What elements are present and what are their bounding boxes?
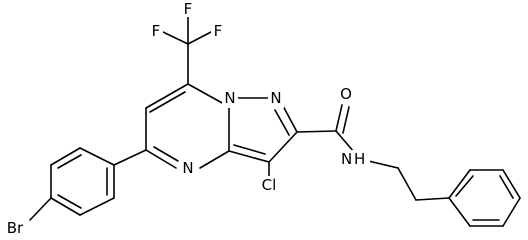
bonds	[29, 13, 521, 227]
bond-c-f-left	[162, 31, 189, 45]
atom-f-left: F	[152, 22, 161, 40]
bond-c5-arc1	[113, 149, 147, 166]
atom-cl: Cl	[262, 176, 277, 194]
bond-c-f-right	[187, 31, 212, 45]
bond-camide-n	[335, 130, 355, 153]
atom-n-pyrazole: N	[270, 89, 281, 107]
bond-brph-5-6	[79, 197, 115, 216]
bond-ch2a-ch2b	[397, 167, 417, 201]
bond-c3-c3a	[228, 150, 270, 163]
atom-n-pyrimidine: N	[182, 159, 193, 177]
atom-n-amide: N	[341, 150, 352, 168]
bond-brph-2-3	[50, 147, 81, 166]
bond-ch2b-ph	[415, 197, 450, 201]
bond-n2-c2	[281, 103, 298, 133]
bond-c5-n4-double	[153, 146, 179, 162]
bond-ph-inner-a	[455, 175, 474, 197]
bond-brph-inner-b	[57, 194, 82, 209]
atom-labels: F F F N N O N Cl N H Br	[3, 0, 370, 237]
bond-ph-inner-b	[499, 175, 514, 199]
bond-ph-6-1	[448, 197, 471, 227]
bond-ph-1-2	[448, 169, 471, 199]
bond-brph-inner-a	[57, 154, 82, 169]
bond-c2-camide	[296, 130, 337, 133]
bond-c7-c6	[145, 83, 189, 109]
bond-c3-c3a-double	[233, 144, 266, 155]
bond-n4-c3a	[199, 150, 230, 169]
bond-c7-n1	[187, 83, 225, 105]
bond-c2-c3	[268, 131, 298, 163]
atom-f-right: F	[214, 22, 223, 40]
bond-ph-4-5	[502, 197, 521, 227]
bond-brph-1-2	[79, 147, 115, 166]
atom-n-bridge: N	[224, 89, 235, 107]
atom-f-top: F	[184, 0, 193, 18]
bond-c5-n4	[145, 149, 177, 169]
atom-o-carbonyl: O	[340, 85, 352, 103]
atom-h-amide: H	[354, 150, 365, 168]
bond-camide-o	[335, 104, 343, 132]
bond-ph-3-4	[502, 169, 521, 199]
bond-c7-c6-double	[149, 91, 186, 113]
bond-c-br	[29, 197, 52, 221]
atom-br: Br	[7, 219, 24, 237]
bond-camide-o-double	[342, 106, 350, 134]
bond-n2-c2-double	[274, 109, 290, 136]
bond-brph-4-5	[50, 197, 81, 216]
